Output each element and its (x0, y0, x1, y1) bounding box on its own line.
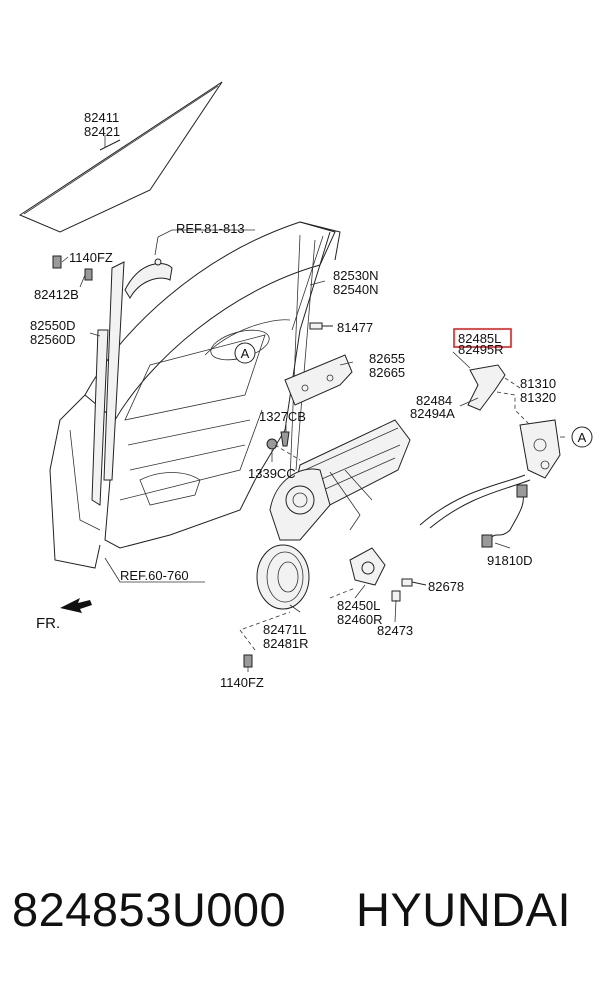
svg-text:82485L: 82485L (458, 331, 501, 346)
wiring-harness (481, 484, 528, 548)
window-regulator (269, 419, 411, 541)
bolt-1140fz-top (52, 255, 93, 281)
label-82540n: 82540N (333, 282, 379, 297)
door-glass (18, 81, 223, 233)
highlighted-part-82485l: 82485L (453, 328, 512, 348)
label-82550d: 82550D (30, 318, 76, 333)
callout-a-right: A (571, 426, 593, 448)
label-82481r: 82481R (263, 636, 309, 651)
nut-1339cc (266, 438, 278, 450)
label-82473: 82473 (377, 623, 413, 638)
label-81310: 81310 (520, 376, 556, 391)
label-82471l: 82471L (263, 622, 306, 637)
bolt-81477 (309, 322, 333, 330)
speaker (256, 544, 310, 610)
label-82450l: 82450L (337, 598, 380, 613)
label-82494a: 82494A (410, 406, 455, 421)
door-shell (49, 221, 341, 569)
label-82665: 82665 (369, 365, 405, 380)
label-1140fz-top: 1140FZ (69, 250, 113, 265)
label-1140fz-bottom: 1140FZ (220, 675, 264, 690)
door-latch (519, 419, 561, 479)
label-82678: 82678 (428, 579, 464, 594)
footer-brand: HYUNDAI (356, 883, 571, 936)
bolt-82473 (391, 590, 401, 602)
label-82460r: 82460R (337, 612, 383, 627)
svg-text:A: A (578, 430, 587, 445)
lock-cable (419, 474, 531, 529)
label-81320: 81320 (520, 390, 556, 405)
front-direction-arrow (60, 598, 92, 613)
label-91810d: 91810D (487, 553, 533, 568)
ref-60-760: REF.60-760 (120, 568, 189, 583)
label-1327cb: 1327CB (259, 409, 306, 424)
bolt-82678 (401, 578, 427, 587)
label-82421: 82421 (84, 124, 120, 139)
leader-lines (61, 135, 565, 672)
label-82411: 82411 (84, 110, 119, 125)
label-81477: 81477 (337, 320, 373, 335)
outside-handle (124, 258, 173, 299)
label-82495r: 82495R (458, 342, 504, 357)
inside-handle-bracket (284, 354, 353, 406)
label-82655: 82655 (369, 351, 405, 366)
label-1339cc: 1339CC (248, 466, 296, 481)
footer-part-number: 824853U000 (12, 883, 286, 936)
svg-text:A: A (241, 346, 250, 361)
clip-1327cb (280, 431, 290, 447)
ref-81-813: REF.81-813 (176, 221, 245, 236)
regulator-motor (349, 547, 386, 586)
label-82412b: 82412B (34, 287, 79, 302)
lock-link-bracket (467, 364, 506, 411)
callout-a-left: A (234, 342, 256, 364)
bolt-1140fz-bottom (243, 654, 253, 668)
label-fr: FR. (36, 615, 60, 632)
label-82484: 82484 (416, 393, 452, 408)
label-82530n: 82530N (333, 268, 379, 283)
label-82560d: 82560D (30, 332, 76, 347)
